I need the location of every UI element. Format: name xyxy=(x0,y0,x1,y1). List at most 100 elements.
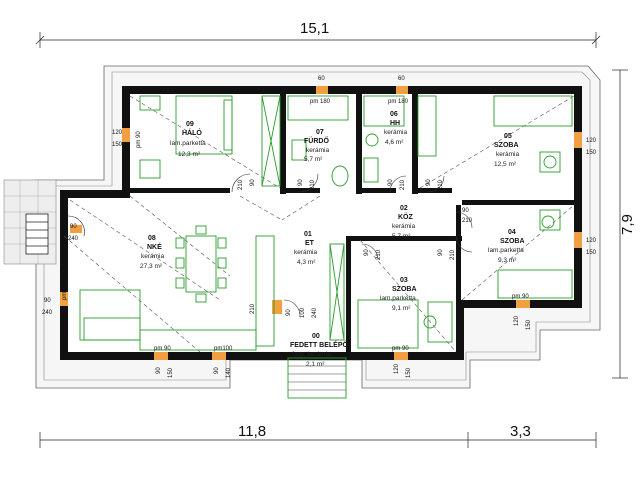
opening-label: pm 90 xyxy=(62,283,68,300)
room-floor: kerámia xyxy=(141,253,165,260)
opening-label: 210 xyxy=(250,303,256,314)
room-name: HH xyxy=(390,120,400,127)
opening-label: 150 xyxy=(526,319,532,330)
room-area: 5,7 m² xyxy=(392,233,411,240)
room-floor: kerámia xyxy=(384,129,408,136)
room-area: 9,1 m² xyxy=(392,305,411,312)
opening-label: 210 xyxy=(310,179,316,190)
opening-annotations: pm 180 pm 180 60 60 120 150 pm 90 120 15… xyxy=(42,76,597,378)
room-label-07: 07 FÜRDŐ kerámia 5,7 m² xyxy=(304,129,330,163)
room-number: 02 xyxy=(400,205,408,212)
room-label-09: 09 HÁLÓ lam.parketta 12,3 m² xyxy=(170,121,206,158)
room-floor: kerámia xyxy=(306,147,330,154)
opening-label: 120 xyxy=(586,138,597,144)
room-floor: kerámia xyxy=(496,151,520,158)
room-label-00: 00 FEDETT BELÉPŐ fagy. kerámia 2,1 m² xyxy=(290,333,349,368)
room-name: ET xyxy=(305,240,315,247)
opening-label: 120 xyxy=(514,315,520,326)
opening-label: pm 90 xyxy=(512,294,529,300)
opening-label: 120 xyxy=(586,238,597,244)
opening-label: 240 xyxy=(312,307,318,318)
room-number: 06 xyxy=(390,111,398,118)
room-label-06: 06 HH kerámia 4,6 m² xyxy=(384,111,408,146)
room-number: 09 xyxy=(186,121,194,128)
room-label-01: 01 ET kerámia 4,3 m² xyxy=(294,231,318,266)
opening-label: 90 xyxy=(462,208,469,214)
room-number: 00 xyxy=(312,333,320,340)
opening-label: 60 xyxy=(318,76,325,82)
room-label-04: 04 SZOBA lam.parketta 9,3 m² xyxy=(488,229,525,264)
room-area: 27,3 m² xyxy=(140,263,163,270)
opening-label: 150 xyxy=(586,250,597,256)
room-name: SZOBA xyxy=(500,238,525,245)
room-floor: kerámia xyxy=(294,249,318,256)
room-number: 01 xyxy=(304,231,312,238)
opening-label: 210 xyxy=(438,179,444,190)
opening-label: 210 xyxy=(238,179,244,190)
opening-label: pm100 xyxy=(214,346,233,352)
door-swings xyxy=(67,173,473,317)
opening-label: 60 xyxy=(398,76,405,82)
opening-label: 210 xyxy=(400,179,406,190)
room-name: HÁLÓ xyxy=(182,128,202,137)
opening-label: 210 xyxy=(376,249,382,260)
room-label-03: 03 SZOBA lam.parketta 9,1 m² xyxy=(380,277,417,312)
opening-label: 90 xyxy=(214,367,220,374)
opening-label: pm 90 xyxy=(392,346,409,352)
room-area: 12,3 m² xyxy=(178,151,201,158)
opening-label: pm 90 xyxy=(154,346,171,352)
opening-label: 90 xyxy=(286,309,292,316)
room-number: 03 xyxy=(400,277,408,284)
interior-floor xyxy=(64,90,580,356)
room-area: 9,3 m² xyxy=(498,257,517,264)
room-name: SZOBA xyxy=(494,142,519,149)
opening-label: 150 xyxy=(586,150,597,156)
opening-label: 90 xyxy=(364,249,370,256)
opening-label: 90 xyxy=(70,224,77,230)
room-name: FÜRDŐ xyxy=(304,136,329,145)
bottom-dimension: 11,8 3,3 xyxy=(39,423,597,448)
opening-label: 120 xyxy=(394,363,400,374)
opening-label: 210 xyxy=(450,249,456,260)
room-name: KÖZ xyxy=(398,212,414,221)
room-area: 2,1 m² xyxy=(306,361,325,368)
opening-label: 90 xyxy=(156,367,162,374)
room-name: NKÉ xyxy=(147,242,162,251)
opening-label: 150 xyxy=(112,142,123,148)
opening-label: 150 xyxy=(168,367,174,378)
room-area: 4,3 m² xyxy=(297,259,316,266)
opening-label: 90 xyxy=(250,179,256,186)
opening-label: pm 180 xyxy=(310,99,331,105)
hall-diagonals xyxy=(63,95,575,353)
furniture xyxy=(79,95,573,399)
top-width-label: 15,1 xyxy=(300,20,329,37)
room-label-08: 08 NKÉ kerámia 27,3 m² xyxy=(140,235,165,270)
room-floor: kerámia xyxy=(392,223,416,230)
room-area: 12,5 m² xyxy=(494,161,517,168)
room-area: 5,7 m² xyxy=(304,156,323,163)
room-floor: fagy. kerámia xyxy=(292,351,331,358)
opening-label: 90 xyxy=(298,179,304,186)
bottom-right-label: 3,3 xyxy=(510,423,531,440)
left-terrace xyxy=(3,179,57,265)
opening-label: 90 xyxy=(438,249,444,256)
opening-label: 210 xyxy=(462,218,473,224)
room-area: 4,6 m² xyxy=(385,139,404,146)
opening-label: 90 xyxy=(44,298,51,304)
opening-label: 90 xyxy=(426,179,432,186)
right-height-label: 7,9 xyxy=(619,214,636,235)
room-number: 05 xyxy=(504,133,512,140)
opening-label: 150 xyxy=(406,367,412,378)
room-label-02: 02 KÖZ kerámia 5,7 m² xyxy=(392,205,416,240)
room-label-05: 05 SZOBA kerámia 12,5 m² xyxy=(494,133,520,168)
opening-label: pm 90 xyxy=(136,131,142,148)
opening-label: pm 180 xyxy=(388,99,409,105)
room-name: SZOBA xyxy=(392,286,417,293)
room-floor: lam.parketta xyxy=(380,295,416,302)
room-name: FEDETT BELÉPŐ xyxy=(290,340,349,349)
room-number: 07 xyxy=(316,129,324,136)
windows xyxy=(60,86,582,360)
opening-label: 90 xyxy=(388,179,394,186)
right-dimension: 7,9 xyxy=(612,69,636,379)
